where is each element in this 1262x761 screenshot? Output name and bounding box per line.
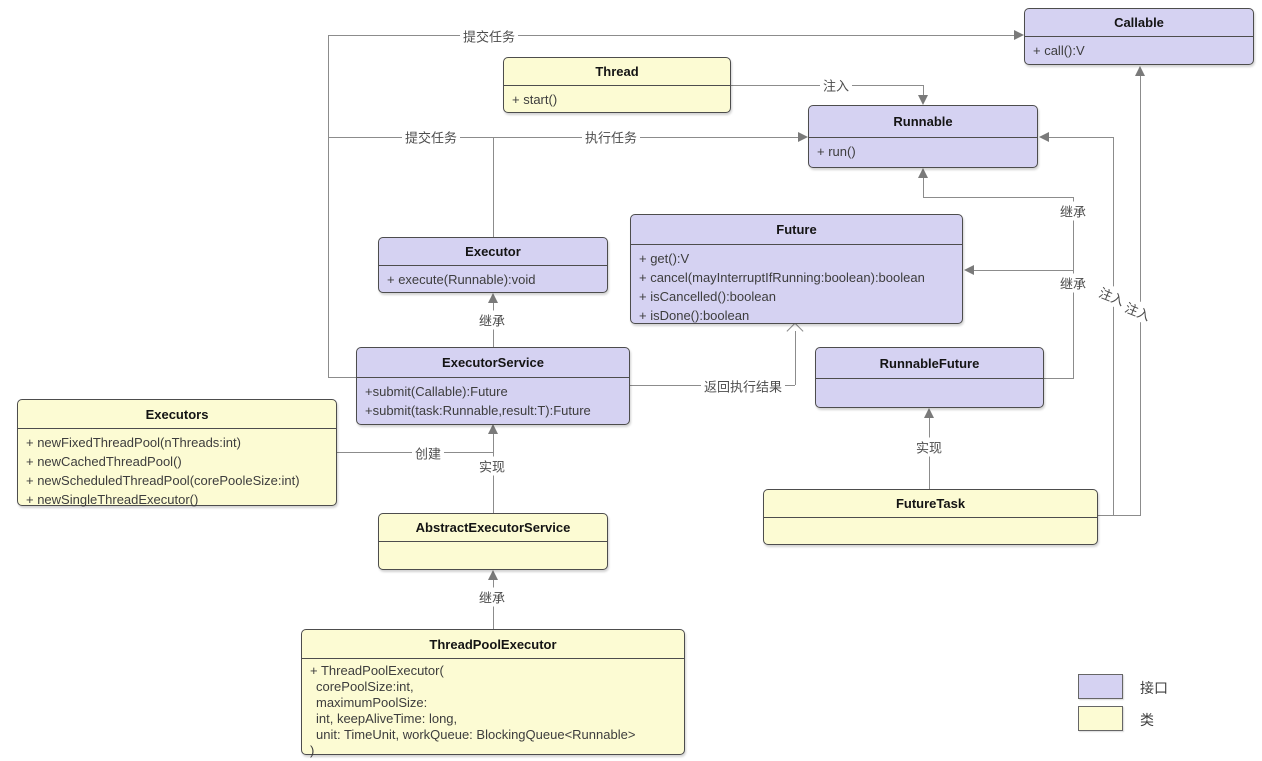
class-box-callable: Callable + call():V [1024,8,1254,65]
class-member: + get():V [639,251,690,266]
class-box-thread: Thread + start() [503,57,731,113]
class-title-futuretask: FutureTask [764,490,1097,518]
class-member: + cancel(mayInterruptIfRunning:boolean):… [639,270,925,285]
class-member: + newFixedThreadPool(nThreads:int) [26,435,241,450]
class-title-callable: Callable [1025,9,1253,37]
arrowhead-into-callable-left [1014,30,1024,40]
class-member: +submit(task:Runnable,result:T):Future [365,403,591,418]
edge-line-extends-runnable [923,197,1074,198]
class-member: + newScheduledThreadPool(corePooleSize:i… [26,473,300,488]
edge-label-return-result: 返回执行结果 [700,376,786,396]
edge-line-extends-runnable-up [923,177,924,197]
class-box-executorservice: ExecutorService +submit(Callable):Future… [356,347,630,425]
class-box-abstractexecutorservice: AbstractExecutorService [378,513,608,570]
edge-line-submit-execute-to-runnable [328,137,802,138]
arrowhead-into-runnablefuture-bottom [924,408,934,418]
class-member: + isDone():boolean [639,308,750,323]
class-title-runnable: Runnable [809,106,1037,138]
edge-label-inject-callable: 注入 [1119,296,1157,326]
class-box-runnable: Runnable + run() [808,105,1038,168]
class-member: maximumPoolSize: [316,695,428,710]
edge-line-runnablefuture-out [1044,378,1074,379]
edge-label-inherit-future: 继承 [1056,273,1090,293]
edge-line-inject-runnable-v [1113,137,1114,515]
edge-line-return-result-v [795,331,796,385]
class-title-thread: Thread [504,58,730,86]
class-box-executor: Executor + execute(Runnable):void [378,237,608,293]
class-member: + run() [817,144,856,159]
edge-line-inject-runnable-h [1049,137,1114,138]
class-title-executor: Executor [379,238,607,266]
class-member: + execute(Runnable):void [387,272,536,287]
arrowhead-into-runnable-top [918,95,928,105]
class-title-executorservice: ExecutorService [357,348,629,378]
edge-label-inherit-executor: 继承 [475,310,509,330]
legend-class-swatch [1078,706,1123,731]
edge-label-submit-task: 提交任务 [401,127,461,147]
class-title-future: Future [631,215,962,245]
legend-interface-label: 接口 [1140,680,1168,696]
edge-label-create: 创建 [411,443,445,463]
edge-line-extends-future [974,270,1074,271]
class-title-abstractexecutorservice: AbstractExecutorService [379,514,607,542]
edge-label-execute-task: 执行任务 [581,127,641,147]
class-member: +submit(Callable):Future [365,384,508,399]
class-title-threadpoolexecutor: ThreadPoolExecutor [302,630,684,659]
class-member: + newCachedThreadPool() [26,454,182,469]
edge-line-left-trunk-into-executorservice [328,377,356,378]
class-title-runnablefuture: RunnableFuture [816,348,1043,379]
class-member: ) [310,743,315,758]
edge-label-inherit-tpe: 继承 [475,587,509,607]
class-member: corePoolSize:int, [316,679,414,694]
edge-line-submit-to-callable [328,35,1016,36]
arrowhead-into-executor-bottom [488,293,498,303]
class-member: int, keepAliveTime: long, [316,711,458,726]
edge-line-executor-to-executeline [493,137,494,237]
arrowhead-into-runnable-bottom [918,168,928,178]
arrowhead-into-runnable-left [798,132,808,142]
edge-line-futuretask-inject-out [1098,515,1141,516]
class-member: + ThreadPoolExecutor( [310,663,444,678]
arrowhead-into-future-right [964,265,974,275]
arrowhead-into-callable-bottom [1135,66,1145,76]
class-box-executors: Executors + newFixedThreadPool(nThreads:… [17,399,337,507]
edge-line-left-trunk [328,35,329,378]
class-member: + start() [512,92,558,107]
class-member: + newSingleThreadExecutor() [26,492,199,507]
class-box-runnablefuture: RunnableFuture [815,347,1044,408]
edge-label-implement-es: 实现 [475,456,509,476]
legend-interface-swatch [1078,674,1123,699]
edge-label-inherit-runnable: 继承 [1056,201,1090,221]
edge-label-inject-thread: 注入 [819,75,853,95]
class-box-threadpoolexecutor: ThreadPoolExecutor + ThreadPoolExecutor(… [301,629,685,758]
edge-line-inject-callable-v [1140,74,1141,515]
class-member: + call():V [1033,43,1085,58]
class-box-future: Future + get():V + cancel(mayInterruptIf… [630,214,963,324]
edge-line-thread-inject-drop [923,85,924,100]
class-title-executors: Executors [18,400,336,429]
legend-class-label: 类 [1140,712,1154,728]
class-member: unit: TimeUnit, workQueue: BlockingQueue… [316,727,636,742]
arrowhead-into-runnable-right [1039,132,1049,142]
class-member: + isCancelled():boolean [639,289,776,304]
edge-label-submit-task-top: 提交任务 [459,26,519,46]
arrowhead-into-aes-bottom [488,570,498,580]
edge-label-implement-ft: 实现 [912,437,946,457]
class-box-futuretask: FutureTask [763,489,1098,545]
arrowhead-into-executorservice-bottom [488,424,498,434]
